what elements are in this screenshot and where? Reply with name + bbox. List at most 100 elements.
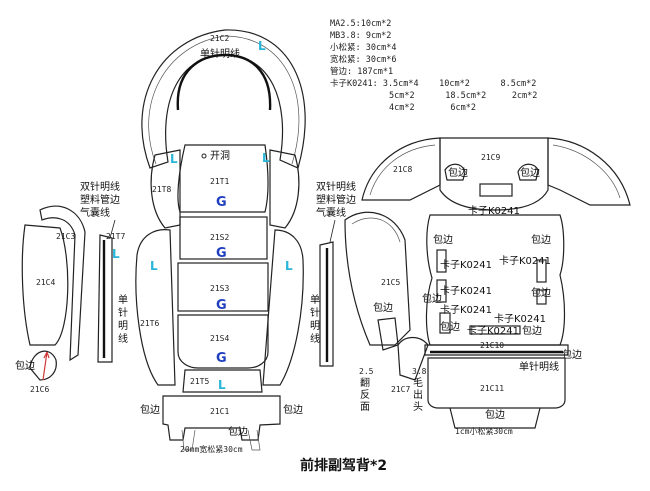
piece-21S2 bbox=[179, 216, 268, 260]
label-baobian-c5: 包边 bbox=[373, 301, 393, 314]
spec-line-2: MB3.8: 9cm*2 bbox=[330, 31, 391, 41]
mark-G-21T1: G bbox=[216, 195, 227, 210]
label-shuang-right-2: 塑料管边 bbox=[316, 193, 356, 206]
piece-21T5 bbox=[182, 369, 263, 393]
mark-L-21T6: L bbox=[150, 259, 158, 273]
code-21C9: 21C9 bbox=[481, 153, 500, 162]
mark-L-21T8: L bbox=[170, 152, 178, 166]
code-21C6: 21C6 bbox=[30, 385, 49, 394]
code-21C10: 21C10 bbox=[480, 341, 504, 350]
label-baobian-main-ml: 包边 bbox=[422, 292, 442, 305]
label-dan-vert-right-3: 明 bbox=[310, 320, 320, 332]
label-baobian-c10: 包边 bbox=[562, 348, 582, 361]
piece-21C1 bbox=[162, 395, 281, 451]
label-dan-vert-left-2: 针 bbox=[118, 306, 128, 319]
label-baobian-main-tl: 包边 bbox=[433, 233, 453, 246]
note-right-3: 头 bbox=[413, 401, 423, 413]
label-baobian-main-bl: 包边 bbox=[440, 320, 460, 333]
label-kazi-main-6: 卡子K0241 bbox=[467, 324, 519, 337]
label-dan-vert-right-2: 针 bbox=[310, 306, 320, 319]
label-shuang-left-1: 双针明线 bbox=[80, 180, 120, 193]
label-shuang-left-3: 气囊线 bbox=[80, 206, 110, 219]
note-left-3: 面 bbox=[360, 402, 370, 413]
label-xiaosong: 1cm小松紧30cm bbox=[455, 426, 513, 436]
spec-line-6: 卡子K0241: 3.5cm*4 10cm*2 8.5cm*2 bbox=[330, 78, 536, 89]
mark-L-21T5: L bbox=[218, 378, 226, 392]
label-baobian-main-mr: 包边 bbox=[531, 286, 551, 299]
code-21C4: 21C4 bbox=[36, 278, 55, 287]
piece-right-wing bbox=[547, 137, 631, 206]
label-baobian-main-br: 包边 bbox=[522, 324, 542, 337]
label-dan-vert-left-3: 明 bbox=[118, 320, 128, 332]
label-kazi-c9: 卡子K0241 bbox=[468, 204, 520, 217]
label-baobian-c9-left: 包边 bbox=[448, 166, 468, 179]
piece-21T8 bbox=[150, 149, 181, 229]
piece-21S4 bbox=[177, 314, 269, 369]
piece-21C11 bbox=[427, 357, 566, 429]
code-21C5: 21C5 bbox=[381, 278, 400, 287]
piece-21T7 bbox=[97, 234, 113, 363]
page-title: 前排副驾背*2 bbox=[300, 457, 387, 474]
note-left-0: 2.5 bbox=[359, 367, 374, 376]
label-shuang-left-2: 塑料管边 bbox=[80, 193, 120, 206]
code-21C2: 21C2 bbox=[210, 34, 229, 43]
mark-G-21S3: G bbox=[216, 298, 227, 313]
piece-21C3 bbox=[39, 205, 86, 362]
code-21C7: 21C7 bbox=[391, 385, 410, 394]
piece-21C4 bbox=[21, 224, 69, 346]
label-kuansong: 20mm宽松紧30cm bbox=[180, 444, 243, 454]
spec-line-3: 小松紧: 30cm*4 bbox=[330, 42, 396, 53]
label-kazi-main-2: 卡子K0241 bbox=[499, 254, 551, 267]
spec-line-7: 5cm*2 18.5cm*2 2cm*2 bbox=[389, 91, 537, 101]
note-left-2: 反 bbox=[360, 389, 370, 401]
label-dan-vert-left-1: 单 bbox=[118, 294, 128, 306]
mark-L-top-right: L bbox=[262, 151, 270, 165]
label-kazi-main-5: 卡子K0241 bbox=[494, 312, 546, 325]
code-21C8: 21C8 bbox=[393, 165, 412, 174]
label-dan-vert-right-1: 单 bbox=[310, 294, 320, 306]
piece-21T6 bbox=[135, 229, 304, 386]
piece-21C10 bbox=[424, 344, 569, 356]
spec-line-4: 宽松紧: 30cm*6 bbox=[330, 54, 396, 65]
label-kazi-main-1: 卡子K0241 bbox=[440, 258, 492, 271]
note-right-2: 出 bbox=[413, 388, 423, 401]
code-21T1: 21T1 bbox=[210, 177, 229, 186]
code-21S4: 21S4 bbox=[210, 334, 229, 343]
code-21S2: 21S2 bbox=[210, 233, 229, 242]
mark-L-top: L bbox=[258, 39, 266, 53]
label-baobian-c1-bottom: 包边 bbox=[228, 425, 248, 438]
label-baobian-c11: 包边 bbox=[485, 408, 505, 421]
label-dan-vert-right-4: 线 bbox=[310, 332, 320, 345]
mark-G-21S4: G bbox=[216, 351, 227, 366]
code-21C3: 21C3 bbox=[56, 232, 75, 241]
label-kazi-main-3: 卡子K0241 bbox=[440, 284, 492, 297]
code-21T5: 21T5 bbox=[190, 377, 209, 386]
label-baobian-c1-right: 包边 bbox=[283, 403, 303, 416]
label-shuang-right-1: 双针明线 bbox=[316, 180, 356, 193]
label-dan-top: 单针明线 bbox=[200, 47, 240, 60]
label-baobian-c9-right: 包边 bbox=[520, 166, 540, 179]
spec-line-8: 4cm*2 6cm*2 bbox=[389, 103, 476, 113]
mark-L-21T7: L bbox=[112, 247, 120, 261]
note-left-1: 翻 bbox=[360, 377, 370, 389]
piece-21C9 bbox=[439, 137, 549, 211]
spec-line-5: 管边: 187cm*1 bbox=[330, 66, 393, 77]
note-right-1: 毛 bbox=[413, 377, 423, 389]
mark-L-21T6-right: L bbox=[285, 259, 293, 273]
piece-21T1 bbox=[177, 144, 269, 213]
label-baobian-main-tr: 包边 bbox=[531, 233, 551, 246]
label-kazi-main-4: 卡子K0241 bbox=[440, 303, 492, 316]
piece-21T8-right bbox=[269, 149, 300, 229]
piece-right-strip bbox=[319, 241, 334, 367]
label-kaidong: 开洞 bbox=[210, 150, 230, 162]
note-right-0: 3.8 bbox=[412, 367, 427, 376]
mark-G-21S2: G bbox=[216, 246, 227, 261]
code-21C1: 21C1 bbox=[210, 407, 229, 416]
code-21T6: 21T6 bbox=[140, 319, 159, 328]
code-21T7: 21T7 bbox=[106, 232, 125, 241]
label-shuang-right-3: 气囊线 bbox=[316, 206, 346, 219]
piece-21S3 bbox=[177, 262, 269, 312]
label-dan-right: 单针明线 bbox=[519, 360, 559, 373]
